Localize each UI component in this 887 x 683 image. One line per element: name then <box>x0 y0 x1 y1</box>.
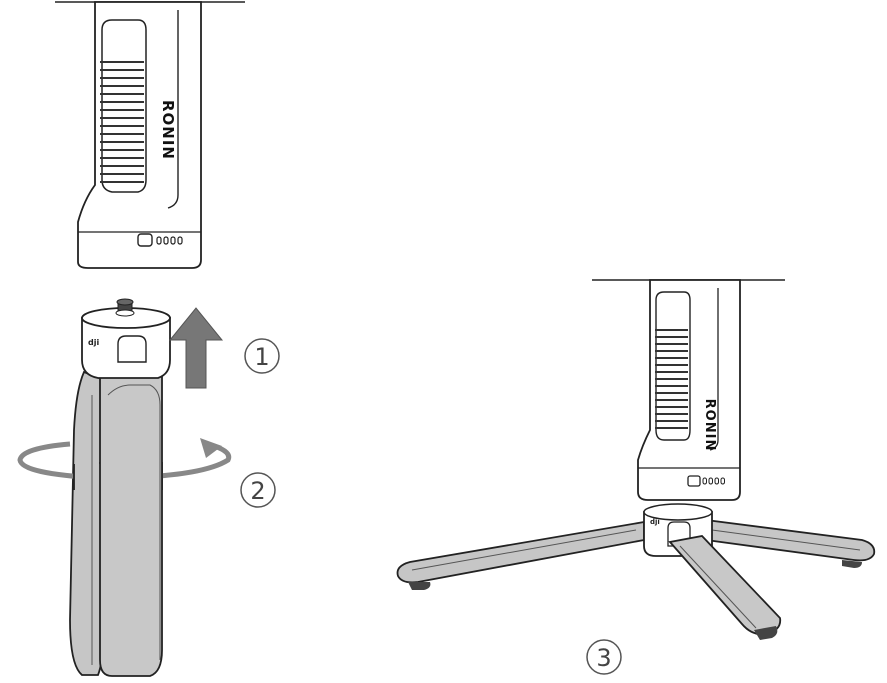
step-3-number: 3 <box>596 644 611 672</box>
svg-text:dji: dji <box>88 338 99 347</box>
battery-indicator-leds <box>702 477 725 485</box>
grip-ridges <box>655 329 688 429</box>
battery-indicator-leds <box>156 236 183 245</box>
tripod-leg-right <box>705 518 876 568</box>
step-1-number: 1 <box>254 343 269 371</box>
brand-logo-text: RONIN <box>159 100 177 160</box>
brand-logo-text: RONIN <box>702 399 717 452</box>
assembled-gimbal-right: RONIN dji <box>396 279 876 640</box>
handle-upper-left: RONIN <box>55 1 245 269</box>
tripod-leg-front <box>668 535 782 640</box>
svg-text:dji: dji <box>650 518 660 526</box>
step-2-number: 2 <box>250 477 265 505</box>
up-arrow-icon <box>168 307 224 389</box>
grip-ridges <box>100 61 144 183</box>
step-1-marker: 1 <box>244 338 280 374</box>
usb-port <box>687 475 701 487</box>
tripod-folded: dji <box>69 298 171 677</box>
step-2-marker: 2 <box>240 472 276 508</box>
usb-port <box>137 233 153 247</box>
tripod-folded-front <box>73 462 163 490</box>
step-3-marker: 3 <box>586 639 622 675</box>
tripod-leg-left <box>396 520 645 590</box>
